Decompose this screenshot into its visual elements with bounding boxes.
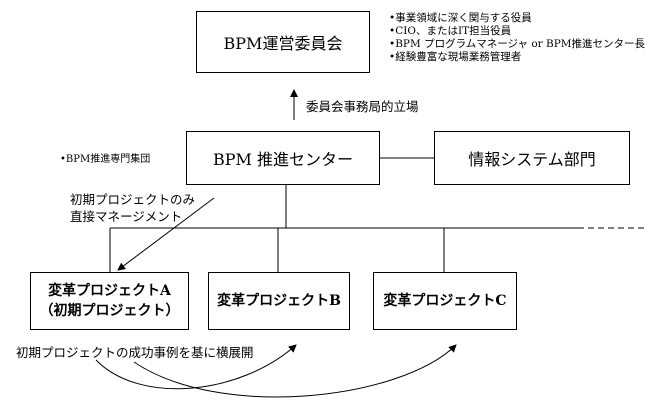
committee-box: BPM運営委員会 — [196, 11, 370, 73]
project-b-box: 変革プロジェクトB — [208, 272, 350, 330]
project-c-box: 変革プロジェクトC — [373, 272, 517, 330]
committee-members: •事業領域に深く関与する役員 •CIO、またはIT担当役員 •BPM プログラム… — [389, 12, 645, 64]
direct-management-arrow — [117, 197, 215, 271]
project-a-line1: 変革プロジェクトA — [48, 283, 171, 299]
committee-member: •事業領域に深く関与する役員 — [389, 12, 532, 24]
initial-note-line1: 初期プロジェクトのみ — [70, 192, 196, 207]
initial-note-line2: 直接マネージメント — [70, 209, 183, 224]
committee-member: •CIO、またはIT担当役員 — [389, 25, 512, 37]
center-note: •BPM推進専門集団 — [60, 154, 151, 165]
committee-title: BPM運営委員会 — [223, 34, 343, 53]
project-a-line2: （初期プロジェクト） — [39, 303, 180, 319]
committee-member: •BPM プログラムマネージャ or BPM推進センター長 — [389, 38, 646, 50]
it-department-title: 情報システム部門 — [468, 150, 596, 169]
project-b-title: 変革プロジェクトB — [217, 293, 341, 309]
committee-member: •経験豊富な現場業務管理者 — [389, 51, 522, 63]
bpm-center-title: BPM 推進センター — [213, 150, 353, 169]
rollout-arrow-b — [95, 344, 297, 390]
rollout-label: 初期プロジェクトの成功事例を基に横展開 — [16, 345, 254, 360]
rollout-arrow-c — [133, 344, 457, 398]
initial-project-note: 初期プロジェクトのみ 直接マネージメント — [70, 191, 195, 225]
project-a-box: 変革プロジェクトA （初期プロジェクト） — [30, 272, 189, 330]
bpm-center-box: BPM 推進センター — [186, 131, 380, 185]
it-department-box: 情報システム部門 — [434, 131, 630, 185]
secretariat-label: 委員会事務局的立場 — [306, 99, 419, 114]
project-c-title: 変革プロジェクトC — [383, 293, 507, 309]
